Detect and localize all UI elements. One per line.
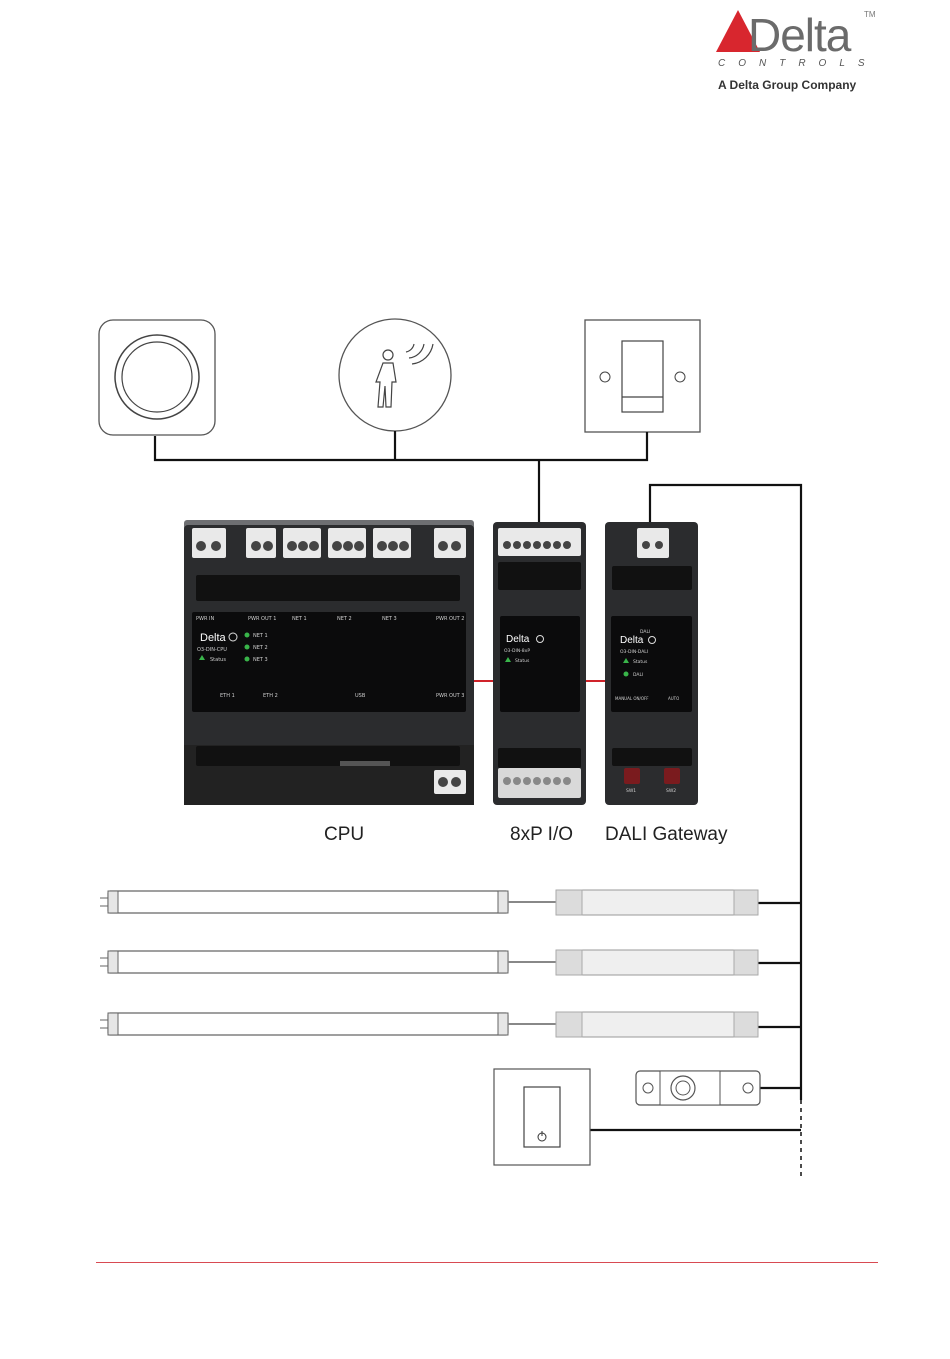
- cpu-net1-label: NET 1: [292, 616, 307, 622]
- cpu-net2-led-label: NET 2: [253, 645, 268, 651]
- lamp-row-2: [100, 950, 758, 975]
- cpu-pwr-in-label: PWR IN: [196, 616, 214, 622]
- dali-push-button-device: [494, 1069, 590, 1165]
- footer-divider: [96, 1262, 878, 1263]
- dali-sw2-label: SW2: [666, 788, 676, 794]
- cpu-usb-label: USB: [355, 693, 366, 699]
- lamp-row-1: [100, 890, 758, 915]
- rotary-dimmer-device: [99, 320, 215, 435]
- dali-sw1-label: SW1: [626, 788, 636, 794]
- dali-sw1-button[interactable]: [624, 768, 640, 784]
- cpu-net3-led-label: NET 3: [253, 657, 268, 663]
- io-label: 8xP I/O: [510, 824, 573, 846]
- dali-brand: Delta: [620, 635, 644, 646]
- cpu-pwr-out3-label: PWR OUT 3: [436, 693, 464, 699]
- cpu-pwr-out2-label: PWR OUT 2: [436, 616, 464, 622]
- dali-sensor-device: [636, 1071, 760, 1105]
- sensor-bus-wiring: [155, 431, 647, 522]
- cpu-label: CPU: [324, 824, 364, 846]
- cpu-eth2-label: ETH 2: [263, 693, 278, 699]
- cpu-module: PWR IN PWR OUT 1 NET 1 NET 2 NET 3 PWR O…: [184, 520, 474, 805]
- dali-led-label: DALI: [633, 672, 643, 678]
- occupancy-sensor-device: [339, 319, 451, 431]
- lamp-row-3: [100, 1012, 758, 1037]
- io-brand: Delta: [506, 634, 530, 645]
- io-status-label: Status: [515, 658, 530, 664]
- cpu-net1-led-label: NET 1: [253, 633, 268, 639]
- cpu-status-led-label: Status: [210, 657, 226, 663]
- dali-status-label: Status: [633, 659, 648, 665]
- wall-switch-device: [585, 320, 700, 432]
- io-model: O3-DIN-8xP: [504, 648, 530, 654]
- io-module: Delta O3-DIN-8xP Status: [493, 522, 586, 805]
- cpu-model: O3-DIN-CPU: [197, 647, 227, 653]
- cpu-eth1-label: ETH 1: [220, 693, 235, 699]
- cpu-net3-label: NET 3: [382, 616, 397, 622]
- dali-gateway-label: DALI Gateway: [605, 824, 728, 846]
- dali-led-icon: [624, 672, 629, 677]
- dali-model: O3-DIN-DALI: [620, 649, 648, 655]
- cpu-net2-label: NET 2: [337, 616, 352, 622]
- cpu-pwr-out1-label: PWR OUT 1: [248, 616, 276, 622]
- dali-gateway-module: DALI Delta O3-DIN-DALI Status DALI MANUA…: [605, 522, 698, 805]
- dali-auto-label: AUTO: [668, 696, 679, 701]
- dali-manual-label: MANUAL ON/OFF: [615, 696, 649, 701]
- cpu-brand: Delta: [200, 632, 227, 644]
- dali-sw2-button[interactable]: [664, 768, 680, 784]
